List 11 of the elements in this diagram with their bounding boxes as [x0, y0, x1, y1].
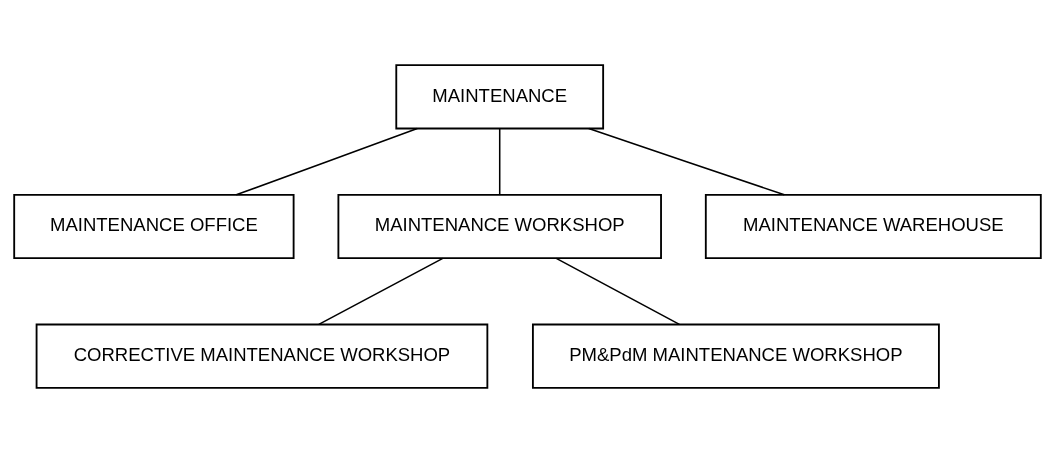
node-box: CORRECTIVE MAINTENANCE WORKSHOP	[35, 323, 489, 389]
connector	[498, 127, 501, 195]
connector	[235, 127, 419, 196]
connector	[555, 257, 681, 325]
node-box: MAINTENANCE WORKSHOP	[337, 193, 662, 259]
node-box: MAINTENANCE	[395, 63, 605, 129]
connector	[318, 257, 444, 325]
node-box: MAINTENANCE OFFICE	[13, 193, 295, 259]
node-box: PM&PdM MAINTENANCE WORKSHOP	[531, 323, 940, 389]
node-box: MAINTENANCE WAREHOUSE	[704, 193, 1042, 259]
connector	[587, 127, 786, 196]
